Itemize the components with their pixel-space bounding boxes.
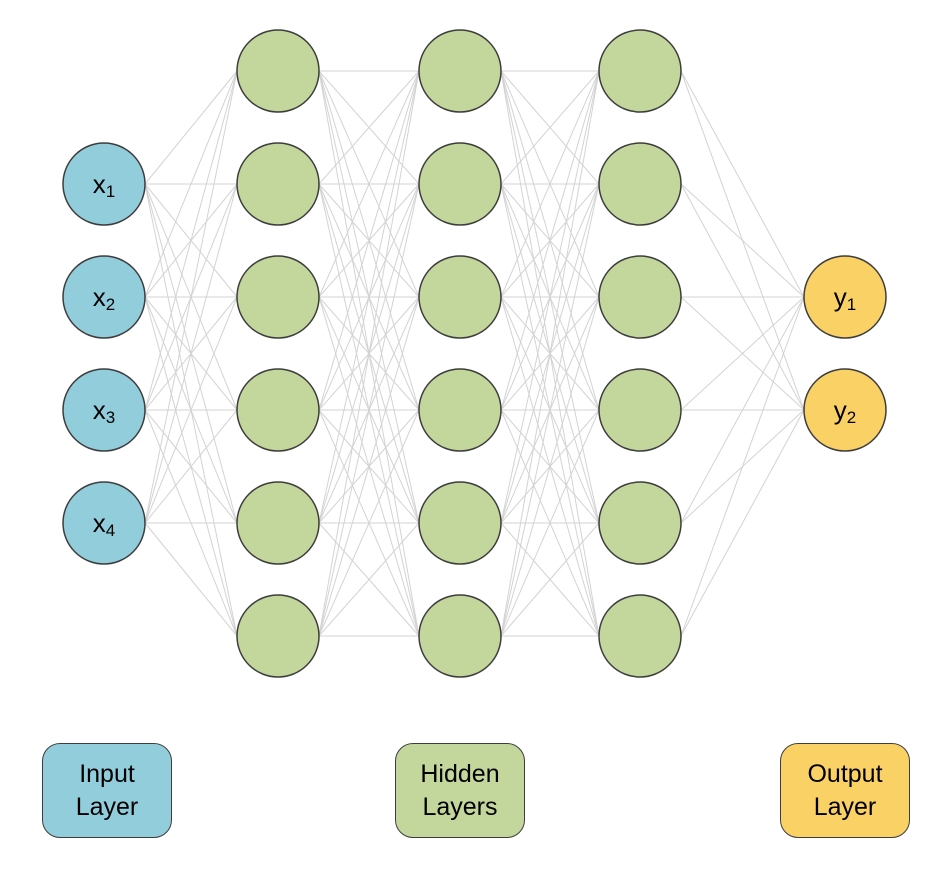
edge xyxy=(318,70,420,637)
hidden-layer-2-node-2 xyxy=(418,142,502,226)
input-layer-node-4 xyxy=(62,481,146,565)
edge xyxy=(144,183,238,524)
input-layer-node-1 xyxy=(62,142,146,226)
hidden-layer-1-node-1 xyxy=(236,29,320,113)
input-layer-node-4-label: x4 xyxy=(93,508,115,540)
edge xyxy=(680,409,805,637)
hidden-layer-2-node-3 xyxy=(418,255,502,339)
hidden-layer-2-node-1 xyxy=(418,29,502,113)
edge xyxy=(318,522,420,637)
output-layer-node-2-label: y2 xyxy=(834,395,856,427)
edge xyxy=(500,183,600,637)
edge xyxy=(680,296,805,524)
edge xyxy=(500,70,600,298)
edge xyxy=(318,70,420,524)
output-layer-node-1-label: y1 xyxy=(834,282,856,314)
edge xyxy=(144,70,238,298)
edge xyxy=(144,70,238,185)
edge xyxy=(500,296,600,637)
hidden-layer-1 xyxy=(236,29,320,678)
hidden-layer-1-node-4 xyxy=(236,368,320,452)
hidden-layer-2 xyxy=(418,29,502,678)
edge xyxy=(144,522,238,637)
edge xyxy=(318,70,420,298)
edge xyxy=(680,183,805,298)
output-layer: y1 y2 xyxy=(803,255,887,452)
hidden-layer-2-node-6 xyxy=(418,594,502,678)
edge xyxy=(500,70,600,524)
input-layer-node-2-label: x2 xyxy=(93,282,115,314)
edge xyxy=(500,409,600,637)
hidden-layer-3-node-4 xyxy=(598,368,682,452)
edge xyxy=(500,522,600,637)
hidden-layer-2-node-4 xyxy=(418,368,502,452)
hidden-layer-3-node-5 xyxy=(598,481,682,565)
edge xyxy=(318,70,420,185)
edge xyxy=(144,409,238,524)
hidden-layer-2-node-5 xyxy=(418,481,502,565)
edge xyxy=(144,70,238,411)
edge xyxy=(680,296,805,637)
edge xyxy=(500,70,600,637)
hidden-layer-3-node-1 xyxy=(598,29,682,113)
input-layer-node-3 xyxy=(62,368,146,452)
edge xyxy=(500,70,600,411)
hidden-layer-3-node-3 xyxy=(598,255,682,339)
input-layer: x1 x2 x3 x4 xyxy=(62,142,146,565)
edge xyxy=(144,296,238,524)
hidden-layer-3-node-2 xyxy=(598,142,682,226)
edge xyxy=(318,296,420,637)
output-layer-node-1 xyxy=(803,255,887,339)
input-layer-node-2 xyxy=(62,255,146,339)
edge xyxy=(318,183,420,637)
edge xyxy=(680,70,805,298)
hidden-layer-3-node-6 xyxy=(598,594,682,678)
hidden-layer-1-node-6 xyxy=(236,594,320,678)
input-layer-node-3-label: x3 xyxy=(93,395,115,427)
edges xyxy=(144,70,805,637)
hidden-layer-1-node-3 xyxy=(236,255,320,339)
edge xyxy=(318,70,420,411)
hidden-layer-1-node-5 xyxy=(236,481,320,565)
edge xyxy=(680,296,805,411)
hidden-layer-3 xyxy=(598,29,682,678)
edge xyxy=(318,409,420,637)
edge xyxy=(500,70,600,185)
hidden-layer-1-node-2 xyxy=(236,142,320,226)
input-layer-node-1-label: x1 xyxy=(93,169,115,201)
edge xyxy=(144,70,238,524)
output-layer-node-2 xyxy=(803,368,887,452)
